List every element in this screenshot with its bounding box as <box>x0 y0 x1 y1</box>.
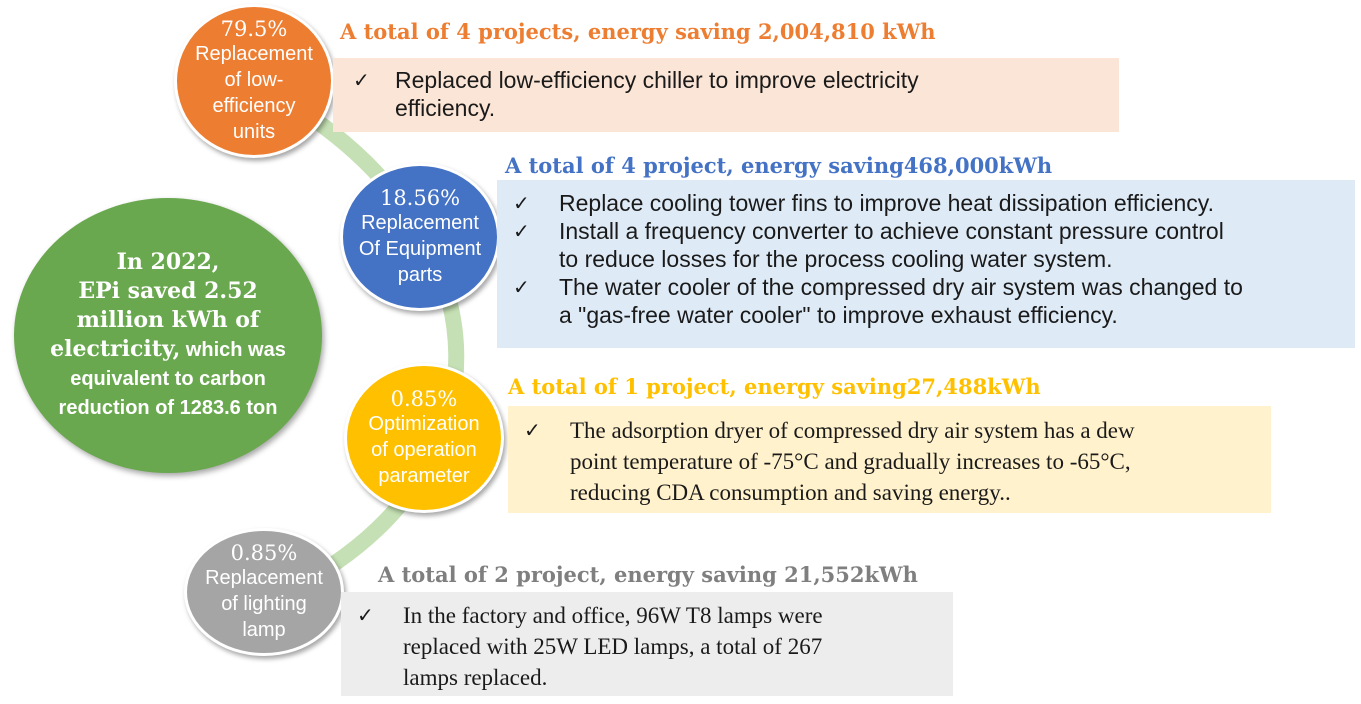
list-item: ✓ Install a frequency converter to achie… <box>513 217 1355 273</box>
detail-box-gray: ✓ In the factory and office, 96W T8 lamp… <box>341 592 953 696</box>
summary-line: reduction of 1283.6 ton <box>58 397 278 419</box>
category-label: efficiency <box>212 95 296 117</box>
headline-gray: A total of 2 project, energy saving 21,5… <box>378 562 918 587</box>
item-line: Replace cooling tower fins to improve he… <box>559 190 1214 216</box>
check-icon: ✓ <box>513 219 530 243</box>
summary-line: EPi saved 2.52 <box>78 278 258 304</box>
category-label: of operation <box>371 439 477 461</box>
category-circle-operation-parameter: 0.85% Optimization of operation paramete… <box>344 363 504 513</box>
list-item: ✓ Replaced low-efficiency chiller to imp… <box>353 66 1119 122</box>
list-item: ✓ In the factory and office, 96W T8 lamp… <box>357 600 953 693</box>
item-line: a "gas-free water cooler" to improve exh… <box>559 302 1118 328</box>
item-line: The adsorption dryer of compressed dry a… <box>570 418 1135 443</box>
category-label: parameter <box>378 465 470 487</box>
summary-line: equivalent to carbon <box>70 368 266 390</box>
summary-line: In 2022, <box>116 249 220 275</box>
check-icon: ✓ <box>357 603 374 627</box>
item-line: In the factory and office, 96W T8 lamps … <box>403 603 823 628</box>
check-icon: ✓ <box>524 418 541 442</box>
item-line: reducing CDA consumption and saving ener… <box>570 480 1011 505</box>
list-item: ✓ The water cooler of the compressed dry… <box>513 273 1355 329</box>
list-item: ✓ Replace cooling tower fins to improve … <box>513 189 1355 217</box>
summary-line: electricity, <box>50 336 181 362</box>
percent-label: 79.5% <box>220 17 288 41</box>
category-label: Replacement <box>195 43 313 65</box>
category-label: of low- <box>224 69 284 91</box>
item-line: Replaced low-efficiency chiller to impro… <box>395 67 919 93</box>
category-circle-lighting-lamp: 0.85% Replacement of lighting lamp <box>184 528 344 656</box>
category-label: Replacement <box>205 567 323 589</box>
item-line: point temperature of -75°C and gradually… <box>570 449 1131 474</box>
item-line: replaced with 25W LED lamps, a total of … <box>403 634 823 659</box>
detail-box-blue: ✓ Replace cooling tower fins to improve … <box>497 180 1355 348</box>
percent-label: 0.85% <box>390 387 458 411</box>
category-label: units <box>232 121 276 143</box>
category-label: lamp <box>242 619 286 641</box>
category-label: of lighting <box>221 593 307 615</box>
category-label: Replacement <box>361 212 479 234</box>
item-line: Install a frequency converter to achieve… <box>559 218 1224 244</box>
category-circle-low-efficiency-units: 79.5% Replacement of low- efficiency uni… <box>174 4 334 158</box>
category-circle-equipment-parts: 18.56% Replacement Of Equipment parts <box>340 163 500 311</box>
item-line: The water cooler of the compressed dry a… <box>559 274 1243 300</box>
item-line: lamps replaced. <box>403 665 548 690</box>
detail-box-orange: ✓ Replaced low-efficiency chiller to imp… <box>333 58 1119 132</box>
headline-blue: A total of 4 project, energy saving468,0… <box>505 153 1053 178</box>
category-label: Optimization <box>368 413 480 435</box>
check-icon: ✓ <box>353 68 370 92</box>
summary-line: million kWh of <box>76 307 260 333</box>
percent-label: 18.56% <box>379 186 461 210</box>
check-icon: ✓ <box>513 275 530 299</box>
percent-label: 0.85% <box>230 541 298 565</box>
detail-box-gold: ✓ The adsorption dryer of compressed dry… <box>508 406 1271 513</box>
check-icon: ✓ <box>513 191 530 215</box>
summary-line: which was <box>180 339 286 361</box>
headline-orange: A total of 4 projects, energy saving 2,0… <box>340 19 936 44</box>
item-line: to reduce losses for the process cooling… <box>559 246 1113 272</box>
list-item: ✓ The adsorption dryer of compressed dry… <box>524 415 1271 508</box>
item-line: efficiency. <box>395 95 496 121</box>
category-label: Of Equipment <box>358 238 482 260</box>
headline-gold: A total of 1 project, energy saving27,48… <box>508 374 1041 399</box>
summary-circle: In 2022, EPi saved 2.52 million kWh of e… <box>14 198 322 473</box>
category-label: parts <box>397 264 443 286</box>
